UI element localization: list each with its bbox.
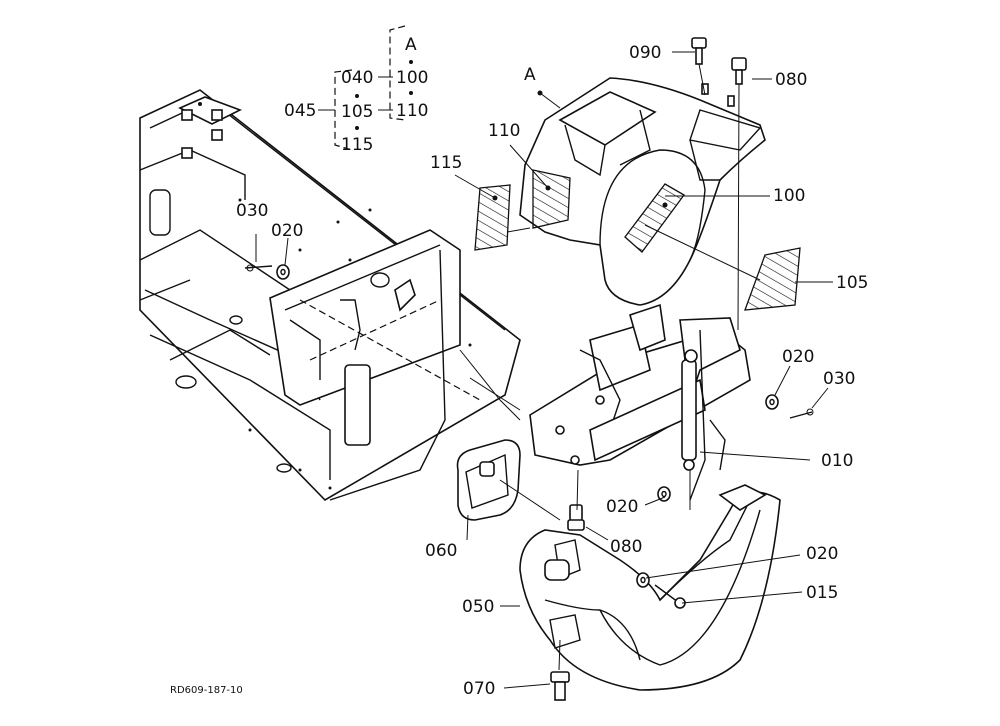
label-030-left: 030 xyxy=(236,201,268,221)
label-020-left: 020 xyxy=(271,221,303,241)
label-050: 050 xyxy=(462,597,494,617)
label-080-top: 080 xyxy=(775,70,807,90)
label-060: 060 xyxy=(425,541,457,561)
label-110: 110 xyxy=(488,121,520,141)
labels: A 090 080 110 115 100 105 030 020 020 03… xyxy=(170,35,868,699)
mounting-bracket xyxy=(269,229,521,501)
label-020-right: 020 xyxy=(782,347,814,367)
label-045: 045 xyxy=(284,101,316,121)
kit-left-105: 105 xyxy=(341,102,373,122)
decal-105 xyxy=(744,247,801,311)
kit-left-115: 115 xyxy=(341,135,373,155)
lever-assembly-010 xyxy=(529,303,751,501)
label-100: 100 xyxy=(773,186,805,206)
fasteners xyxy=(244,37,814,701)
drawing-code: RD609-187-10 xyxy=(170,685,243,696)
label-010: 010 xyxy=(821,451,853,471)
kit-right-100: 100 xyxy=(396,68,428,88)
boot-060 xyxy=(456,439,521,521)
kit-right-a: A xyxy=(405,35,417,55)
leader-lines xyxy=(255,51,833,689)
kit-left-040: 040 xyxy=(341,68,373,88)
label-020-lower: 020 xyxy=(806,544,838,564)
explosion-lines xyxy=(469,63,761,671)
upper-cover xyxy=(519,77,766,306)
label-105: 105 xyxy=(836,273,868,293)
label-020-center: 020 xyxy=(606,497,638,517)
decal-115 xyxy=(474,184,511,251)
kit-bracket xyxy=(318,25,413,151)
label-030-right: 030 xyxy=(823,369,855,389)
label-115: 115 xyxy=(430,153,462,173)
view-marker-a: A xyxy=(524,65,536,85)
lower-cover-050 xyxy=(519,484,781,691)
label-070: 070 xyxy=(463,679,495,699)
label-080-bottom: 080 xyxy=(610,537,642,557)
label-090: 090 xyxy=(629,43,661,63)
kit-right-110: 110 xyxy=(396,101,428,121)
label-015: 015 xyxy=(806,583,838,603)
